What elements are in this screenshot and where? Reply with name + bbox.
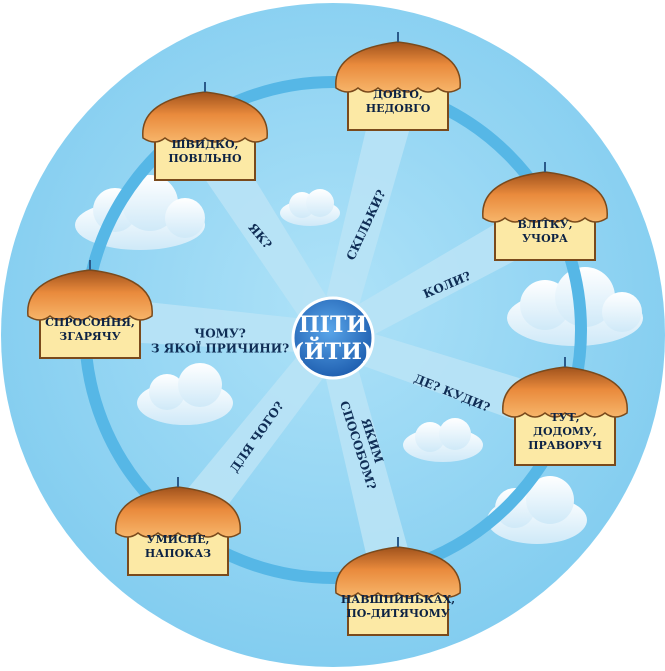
answer-hut: УМИСНЕ,НАПОКАЗ [115,477,241,576]
answer-text: ШВИДКО, [172,138,239,151]
answer-text: НЕДОВГО [366,102,431,115]
answer-text: ЗГАРЯЧУ [59,330,121,343]
hub-word-variant: (ЙТИ) [294,336,373,365]
hub: ПІТИ (ЙТИ) [291,296,375,380]
cloud [403,418,483,462]
cloud [137,363,233,425]
answer-text: УЧОРА [522,232,568,245]
answer-hut: ШВИДКО,ПОВІЛЬНО [142,82,268,181]
answer-hut: СПРОСОННЯ,ЗГАРЯЧУ [27,260,153,359]
answer-text: ТУТ, [550,411,579,424]
answer-text: УМИСНЕ, [147,533,210,546]
hut-roof [142,91,268,143]
answer-text: СПРОСОННЯ, [45,316,135,329]
hut-roof [335,41,461,93]
spoke [317,334,420,601]
answer-hut: ТУТ,ДОДОМУ,ПРАВОРУЧ [502,357,628,466]
spoke [186,128,347,347]
hut-roof [115,486,241,538]
answer-text: ПО-ДИТЯЧОМУ [346,607,449,620]
hut-roof [502,366,628,418]
hut-roof [335,546,461,598]
answer-text: НАПОКАЗ [145,547,211,560]
huts: ДОВГО,НЕДОВГОВЛІТКУ,УЧОРАТУТ,ДОДОМУ,ПРАВ… [27,32,628,636]
answer-hut: ВЛІТКУ,УЧОРА [482,162,608,261]
answer-hut: ДОВГО,НЕДОВГО [335,32,461,131]
answer-text: ПРАВОРУЧ [528,439,602,452]
answer-text: ПОВІЛЬНО [168,152,242,165]
spoke [317,84,420,343]
answer-text: НАВШПИНЬКАХ, [341,593,455,606]
hut-roof [482,171,608,223]
question-text: З ЯКОЇ ПРИЧИНИ? [151,341,289,356]
hut-roof [27,269,153,321]
answer-text: ДОВГО, [373,88,423,101]
hub-word: ПІТИ [299,312,367,338]
answer-text: ВЛІТКУ, [517,218,572,231]
question-label: ЧОМУ?З ЯКОЇ ПРИЧИНИ? [151,327,289,356]
question-text: ЧОМУ? [194,327,245,341]
answer-text: ДОДОМУ, [533,425,597,438]
answer-hut: НАВШПИНЬКАХ,ПО-ДИТЯЧОМУ [335,537,461,636]
cloud [280,189,340,226]
